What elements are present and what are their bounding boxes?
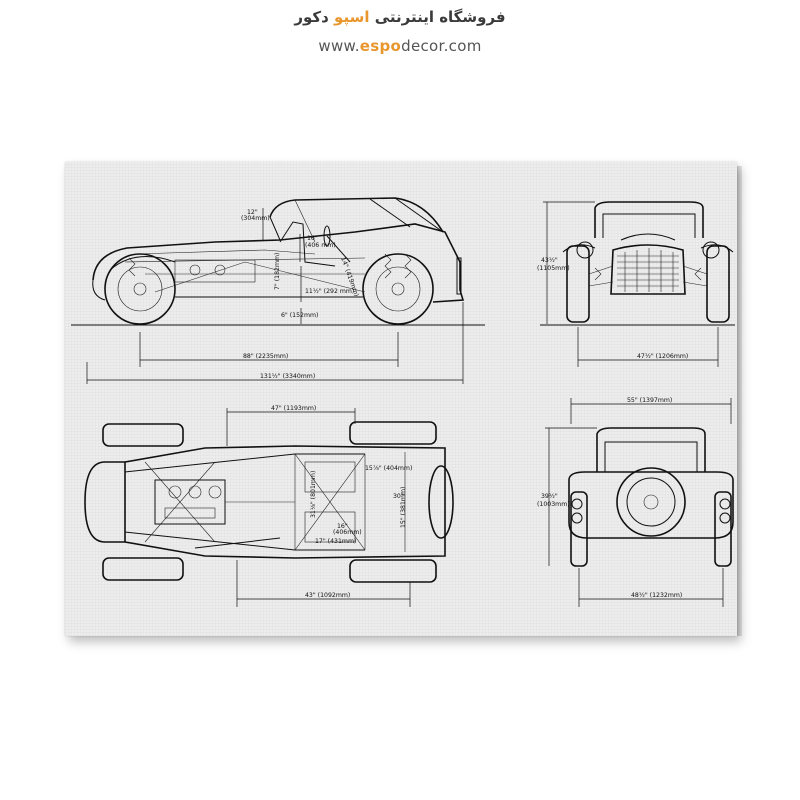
dim-wheelbase: 88" (2235mm) — [243, 353, 288, 360]
dim-rear-width: 55" (1397mm) — [627, 397, 672, 404]
rear-view: 55" (1397mm) 39½" (1003mm) 48½" (1232mm) — [537, 397, 733, 607]
dim-rear-height: 39½" — [541, 492, 558, 500]
dim-front-height-mm: (1105mm) — [537, 265, 570, 272]
dim-seat: 16" — [307, 235, 318, 242]
dim-floor: 11½" (292 mm) — [305, 287, 354, 295]
front-view: 43½" (1105mm) 47½" (1206mm) — [537, 202, 735, 367]
dim-b: 31⅛" (801mm) — [310, 471, 317, 518]
canvas-edge — [737, 166, 742, 636]
dim-c-mm: (406mm) — [333, 529, 362, 536]
dim-roof-height-mm: (304mm) — [241, 215, 270, 222]
dim-engine: 7" (182mm) — [274, 253, 281, 290]
shop-title: فروشگاه اینترنتی اسپو دکور — [0, 8, 800, 26]
car-blueprint: 12" (304mm) 16" (406 mm) 14" (419mm) 7" … — [65, 162, 737, 636]
dim-rear-track: 43" (1092mm) — [305, 592, 350, 599]
dim-a: 15⅞" (404mm) — [365, 465, 412, 472]
dim-front-track: 47½" (1206mm) — [637, 352, 688, 360]
shop-header: فروشگاه اینترنتی اسپو دکور www.espodecor… — [0, 0, 800, 70]
dim-front-height: 43½" — [541, 256, 558, 264]
dim-top-width: 47" (1193mm) — [271, 405, 316, 412]
dim-ground-clearance: 6" (152mm) — [281, 312, 318, 319]
dim-f: 15" (381mm) — [400, 487, 407, 528]
dim-overall-length: 131½" (3340mm) — [260, 372, 315, 380]
dim-d: 17" (431mm) — [315, 538, 356, 545]
shop-url-brand: espo — [360, 37, 401, 55]
dim-seat-mm: (406 mm) — [305, 242, 336, 249]
dim-rear-track-b: 48½" (1232mm) — [631, 591, 682, 599]
shop-brand-fa: اسپو — [334, 8, 369, 26]
side-view: 12" (304mm) 16" (406 mm) 14" (419mm) 7" … — [71, 198, 485, 384]
shop-url[interactable]: www.espodecor.com — [0, 37, 800, 55]
canvas-print: 12" (304mm) 16" (406 mm) 14" (419mm) 7" … — [65, 162, 737, 636]
dim-rear-height-mm: (1003mm) — [537, 501, 570, 508]
top-view: 47" (1193mm) 43" (1092mm) 15⅞" (404mm) 3… — [85, 405, 453, 607]
